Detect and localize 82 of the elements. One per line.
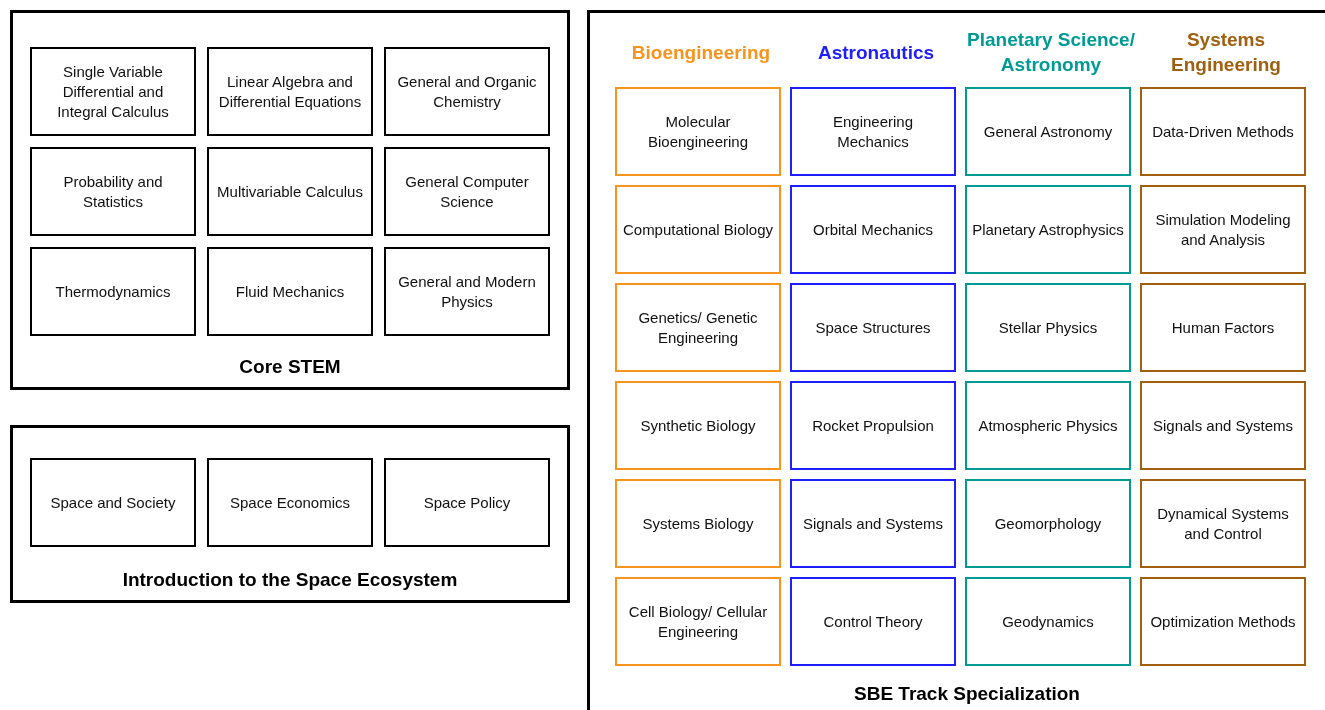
group-frame xyxy=(10,10,570,390)
course-name: Single Variable Differential and Integral Calculus xyxy=(56,61,170,122)
course-box xyxy=(1140,479,1306,568)
column-heading: Systems Engineering xyxy=(1170,28,1282,77)
course-box xyxy=(615,381,781,470)
course-name: Control Theory xyxy=(822,611,924,632)
course-name: General Astronomy xyxy=(982,121,1114,142)
course-box xyxy=(1140,283,1306,372)
course-box xyxy=(965,87,1131,176)
course-name: Molecular Bioengineering xyxy=(646,111,750,152)
course-name: Orbital Mechanics xyxy=(811,219,934,240)
course-name: Synthetic Biology xyxy=(639,415,757,436)
course-box xyxy=(207,47,373,136)
course-box xyxy=(965,283,1131,372)
group-frame xyxy=(10,425,570,603)
course-name: Rocket Propulsion xyxy=(811,415,935,436)
course-box xyxy=(1140,381,1306,470)
course-box xyxy=(790,577,956,666)
course-name: General and Organic Chemistry xyxy=(396,71,538,112)
course-box xyxy=(1140,185,1306,274)
course-name: Planetary Astrophysics xyxy=(971,219,1125,240)
course-box xyxy=(384,458,550,547)
group-frame xyxy=(587,10,1325,710)
course-box xyxy=(30,47,196,136)
course-box xyxy=(790,381,956,470)
group-title: Core STEM xyxy=(238,356,342,378)
course-box xyxy=(207,458,373,547)
course-box xyxy=(790,87,956,176)
course-name: Data-Driven Methods xyxy=(1151,121,1295,142)
course-name: Optimization Methods xyxy=(1149,611,1297,632)
course-name: Human Factors xyxy=(1170,317,1276,338)
course-name: Atmospheric Physics xyxy=(977,415,1119,436)
course-box xyxy=(207,147,373,236)
course-name: General Computer Science xyxy=(404,171,530,212)
course-box xyxy=(207,247,373,336)
column-heading: Astronautics xyxy=(816,41,936,65)
course-name: Multivariable Calculus xyxy=(216,181,364,202)
column-heading: Bioengineering xyxy=(630,41,772,65)
course-box xyxy=(615,283,781,372)
course-box xyxy=(965,479,1131,568)
course-name: General and Modern Physics xyxy=(397,271,537,312)
course-name: Simulation Modeling and Analysis xyxy=(1154,209,1292,250)
course-name: Signals and Systems xyxy=(801,513,945,534)
course-name: Fluid Mechanics xyxy=(234,281,346,302)
course-name: Space Economics xyxy=(228,492,352,513)
course-name: Dynamical Systems and Control xyxy=(1156,503,1290,544)
course-name: Space and Society xyxy=(49,492,177,513)
course-box xyxy=(30,458,196,547)
course-box xyxy=(790,479,956,568)
course-name: Linear Algebra and Differential Equations xyxy=(217,71,363,112)
group-title: SBE Track Specialization xyxy=(853,683,1081,705)
group-title: Introduction to the Space Ecosystem xyxy=(121,569,459,591)
course-name: Thermodynamics xyxy=(54,281,172,302)
column-heading: Planetary Science/ Astronomy xyxy=(966,28,1136,77)
course-name: Signals and Systems xyxy=(1151,415,1295,436)
course-box xyxy=(615,577,781,666)
course-name: Genetics/ Genetic Engineering xyxy=(637,307,759,348)
course-box xyxy=(1140,87,1306,176)
course-box xyxy=(30,147,196,236)
course-name: Geodynamics xyxy=(1001,611,1095,632)
course-box xyxy=(1140,577,1306,666)
course-box xyxy=(30,247,196,336)
course-box xyxy=(965,185,1131,274)
course-name: Stellar Physics xyxy=(997,317,1099,338)
course-box xyxy=(965,577,1131,666)
course-box xyxy=(615,87,781,176)
course-box xyxy=(384,147,550,236)
course-name: Engineering Mechanics xyxy=(831,111,915,152)
course-box xyxy=(384,47,550,136)
course-name: Space Policy xyxy=(422,492,512,513)
course-name: Geomorphology xyxy=(993,513,1103,534)
course-box xyxy=(615,479,781,568)
course-box xyxy=(790,283,956,372)
course-box xyxy=(384,247,550,336)
course-name: Cell Biology/ Cellular Engineering xyxy=(627,601,769,642)
course-box xyxy=(790,185,956,274)
course-box xyxy=(615,185,781,274)
course-name: Probability and Statistics xyxy=(62,171,164,212)
course-box xyxy=(965,381,1131,470)
course-name: Systems Biology xyxy=(641,513,755,534)
course-name: Space Structures xyxy=(814,317,932,338)
course-name: Computational Biology xyxy=(621,219,775,240)
